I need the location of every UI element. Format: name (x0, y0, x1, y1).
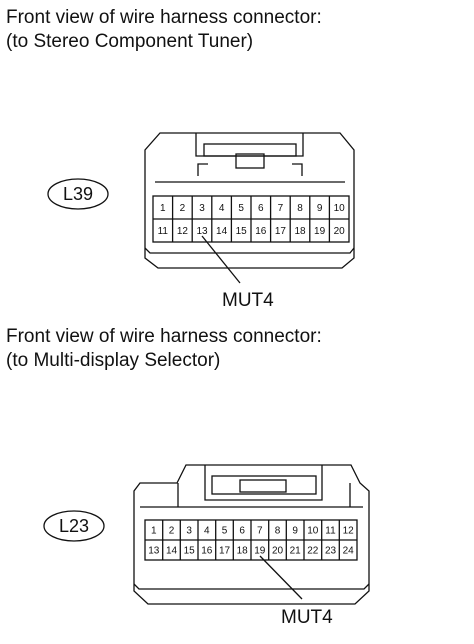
pin-number: 23 (325, 546, 337, 557)
pin-number: 20 (272, 546, 284, 557)
pin-number: 21 (290, 546, 302, 557)
pin-number: 3 (199, 203, 205, 214)
pin-number: 13 (148, 546, 160, 557)
pin-number: 9 (292, 526, 298, 537)
connector-l39-pin-grid (152, 195, 350, 243)
connector-l39-id: L39 (63, 184, 93, 204)
pin-number: 10 (307, 526, 319, 537)
connector-l39-tag-oval (47, 178, 109, 210)
pin-number: 7 (257, 526, 263, 537)
connector-l23-tag-oval (43, 510, 105, 542)
caption-line-1: Front view of wire harness connector: (6, 326, 322, 347)
pin-number: 9 (317, 203, 323, 214)
pin-number: 10 (334, 203, 346, 214)
pin-number: 11 (325, 526, 336, 537)
pin-number: 16 (201, 546, 213, 557)
connector-l39-housing (144, 132, 355, 269)
pin-number: 3 (186, 526, 192, 537)
connector-l23-housing (133, 464, 370, 605)
connector-l39-callout-label: MUT4 (222, 290, 274, 311)
connector-caption-l39: Front view of wire harness connector: (t… (6, 6, 322, 54)
connector-l23-pin-grid (144, 519, 358, 561)
pin-number: 1 (160, 203, 166, 214)
pin-number: 6 (239, 526, 245, 537)
pin-number: 13 (196, 226, 208, 237)
pin-number: 2 (169, 526, 175, 537)
caption-line-2: (to Multi-display Selector) (6, 350, 221, 371)
caption-line-2: (to Stereo Component Tuner) (6, 31, 254, 52)
pin-number: 11 (158, 226, 169, 237)
pin-number: 15 (236, 226, 248, 237)
pin-number: 17 (219, 546, 231, 557)
connector-l39-callout-line (201, 235, 241, 284)
pin-number: 4 (219, 203, 225, 214)
pin-number: 12 (177, 226, 189, 237)
pin-number: 18 (294, 226, 306, 237)
pin-number: 7 (278, 203, 284, 214)
pin-number: 2 (180, 203, 186, 214)
pin-number: 18 (237, 546, 249, 557)
pin-number: 22 (307, 546, 319, 557)
pin-number: 14 (216, 226, 228, 237)
pin-number: 5 (238, 203, 244, 214)
pin-number: 19 (314, 226, 326, 237)
pin-number: 4 (204, 526, 210, 537)
connector-l23-callout-line (259, 555, 303, 600)
pin-number: 17 (275, 226, 287, 237)
pin-number: 19 (254, 546, 266, 557)
pin-number: 14 (166, 546, 178, 557)
caption-line-1: Front view of wire harness connector: (6, 7, 322, 28)
pin-number: 6 (258, 203, 264, 214)
pin-number: 20 (334, 226, 346, 237)
pin-number: 8 (297, 203, 303, 214)
pin-number: 1 (151, 526, 157, 537)
connector-caption-l23: Front view of wire harness connector: (t… (6, 325, 322, 373)
pin-number: 16 (255, 226, 267, 237)
pin-number: 8 (275, 526, 281, 537)
connector-l23-id: L23 (59, 516, 89, 536)
pin-number: 5 (222, 526, 228, 537)
connector-l23-callout-label: MUT4 (281, 607, 333, 628)
pin-number: 12 (343, 526, 355, 537)
pin-number: 15 (184, 546, 196, 557)
pin-number: 24 (343, 546, 355, 557)
